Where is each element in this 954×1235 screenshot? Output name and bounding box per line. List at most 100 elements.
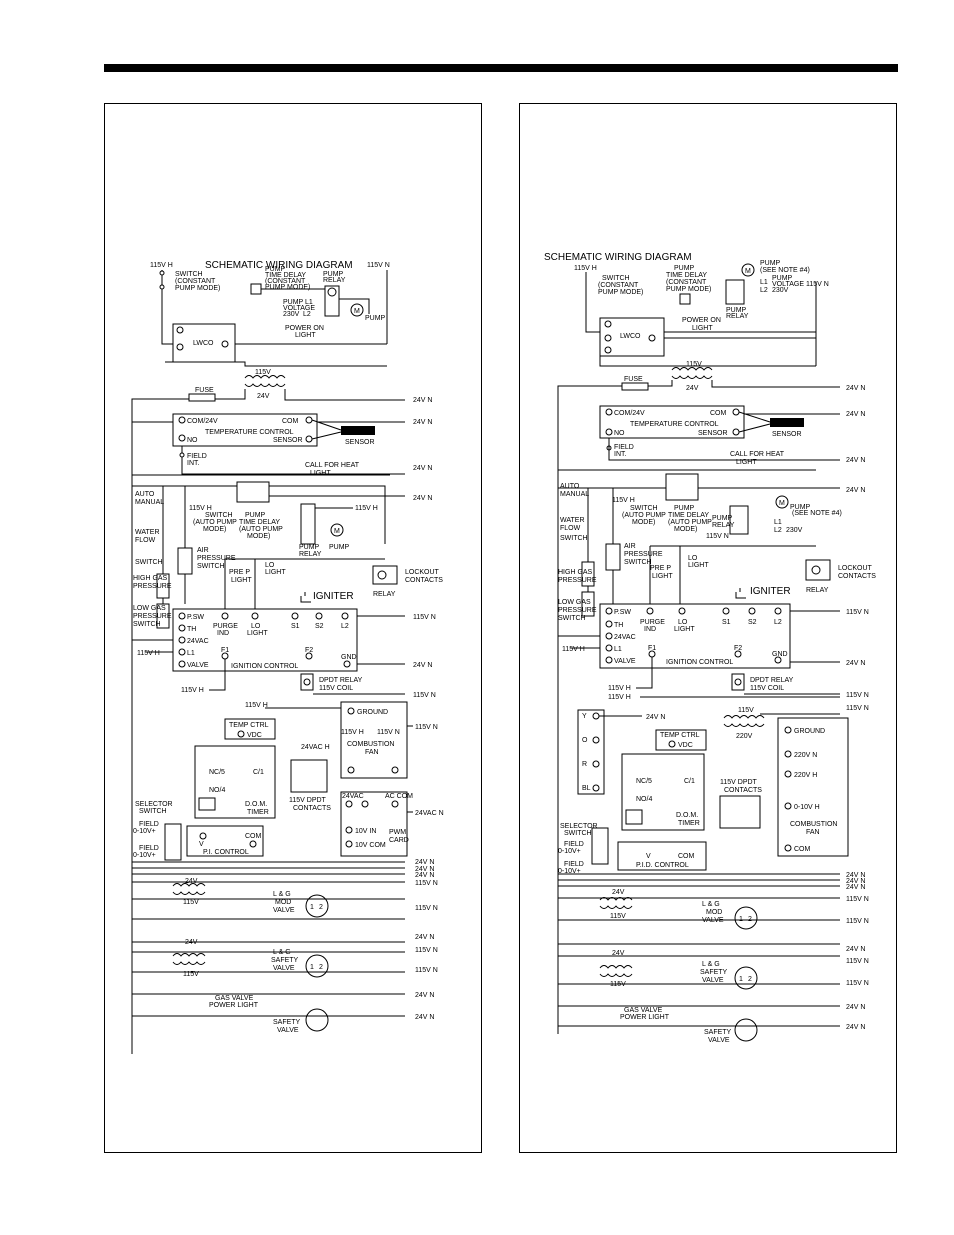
wire [649,545,816,604]
field-label: 0-10V+ [558,848,581,855]
high-gas-label: PRESSURE [133,583,172,590]
l2-label: L2 [760,287,768,294]
label-24v-n: 24V N [413,495,432,502]
lo-label: LO [678,619,688,626]
low-gas-label: SWITCH [558,615,586,622]
pump-label: PUMP [790,504,811,511]
label-115v-n: 115V N [806,281,829,288]
relay-coil-r [303,678,311,686]
call-for-heat-label: CALL FOR HEAT [305,462,360,469]
lo-light-label: LO [265,562,275,569]
gas-valve-light-label: POWER LIGHT [209,1002,259,1009]
field-label: FIELD [139,821,159,828]
terminal [648,334,656,342]
switch-label: (CONSTANT [175,278,216,285]
combustion-fan-box [777,717,849,857]
transformer-icon [172,961,206,965]
terminal [347,766,355,774]
f1-label: F1 [221,647,229,654]
air-switch-label: SWITCH [624,559,652,566]
th-label: TH [614,622,623,629]
wire [269,495,405,509]
voltage-regulator-box [577,709,605,795]
label-24v-n: 24V N [846,385,865,392]
label-115v-n: 115V N [413,614,436,621]
safety-label: AUTO [560,483,580,490]
pump-voltage-label: 230V [283,311,300,318]
th-label: TH [187,626,196,633]
transformer-icon [172,891,206,895]
xfmr-24v-label: 24V [185,939,198,946]
low-gas-label: LOW GAS [558,599,591,606]
label-115v-n: 115V N [415,967,438,974]
relay-coil-r [734,678,742,686]
dom-label: D.O.M. [245,801,267,808]
pump-relay-label: PUMP [712,515,733,522]
label-115v-n: 115V N [415,947,438,954]
wire [558,943,840,957]
wire [209,659,226,691]
call-for-heat-label: LIGHT [736,459,757,466]
selector-switch-label: SELECTOR [560,823,598,830]
220v-h-label: 220V H [794,772,817,779]
label-24v-n: 24V N [846,872,865,879]
safety-label: MANUAL [135,499,164,506]
dpdt-contacts-label: CONTACTS [293,805,331,812]
field-label: FIELD [564,841,584,848]
field-int-label: FIELD [614,444,634,451]
gas-valve-light-label: POWER LIGHT [620,1014,670,1021]
terminal [343,660,351,668]
terminal [178,648,186,656]
switch-label: PUMP MODE) [598,289,643,296]
label-115v-h: 115V H [612,497,635,504]
terminal [159,284,165,290]
svg-text:M: M [334,528,340,535]
mod-valve-icon [734,906,758,930]
ptd-label: (CONSTANT [666,279,707,286]
pump-relay-box [729,505,749,535]
low-gas-label: LOW GAS [133,605,166,612]
pre-p-label: PRE P [650,565,671,572]
label-24v-n: 24V N [415,934,434,941]
wire [738,411,840,433]
relay-label: RELAY [806,587,829,594]
terminal [734,650,742,658]
pump-relay-box [300,503,316,545]
pwm-card-label: PWM [389,829,406,836]
lo-label: LIGHT [674,626,695,633]
pump-relay-box [725,279,745,305]
gnd-label: GND [341,654,357,661]
psw-label: P.SW [187,614,204,621]
terminal [605,428,613,436]
terminal [391,766,399,774]
see-note-label: (SEE NOTE #4) [760,267,810,274]
dom-label: TIMER [678,820,700,827]
power-on-label: LIGHT [692,325,713,332]
com-label: COM [282,418,299,425]
terminal [605,620,613,628]
terminal [305,416,313,424]
label-115v-n: 115V N [377,729,400,736]
svg-text:1: 1 [739,976,743,983]
terminal [176,343,184,351]
safety-label: SWITCH [135,559,163,566]
220v-n-label: 220V N [794,752,817,759]
terminal [732,408,740,416]
dpdt-contacts-box [719,795,761,829]
safety-valve-icon [734,1018,758,1042]
call-for-heat-label: CALL FOR HEAT [730,451,785,458]
lo-light-label: LIGHT [265,569,286,576]
ignition-control-label: IGNITION CONTROL [231,663,298,670]
wire [132,898,405,920]
ptd-label: TIME DELAY [265,272,306,279]
ptd-label: TIME DELAY [668,512,709,519]
label-115v-n: 115V N [846,896,869,903]
terminal [605,644,613,652]
24vac-label: 24VAC [614,634,636,641]
xfmr-115v-label: 115V [183,971,199,978]
10v-com-label: 10V COM [355,842,386,849]
mod-valve-icon [305,894,329,918]
wiring-diagram-right: SCHEMATIC WIRING DIAGRAM 115V H 115V N M… [544,252,876,1044]
pre-p-label: LIGHT [231,577,252,584]
sensor-label: SENSOR [698,430,728,437]
